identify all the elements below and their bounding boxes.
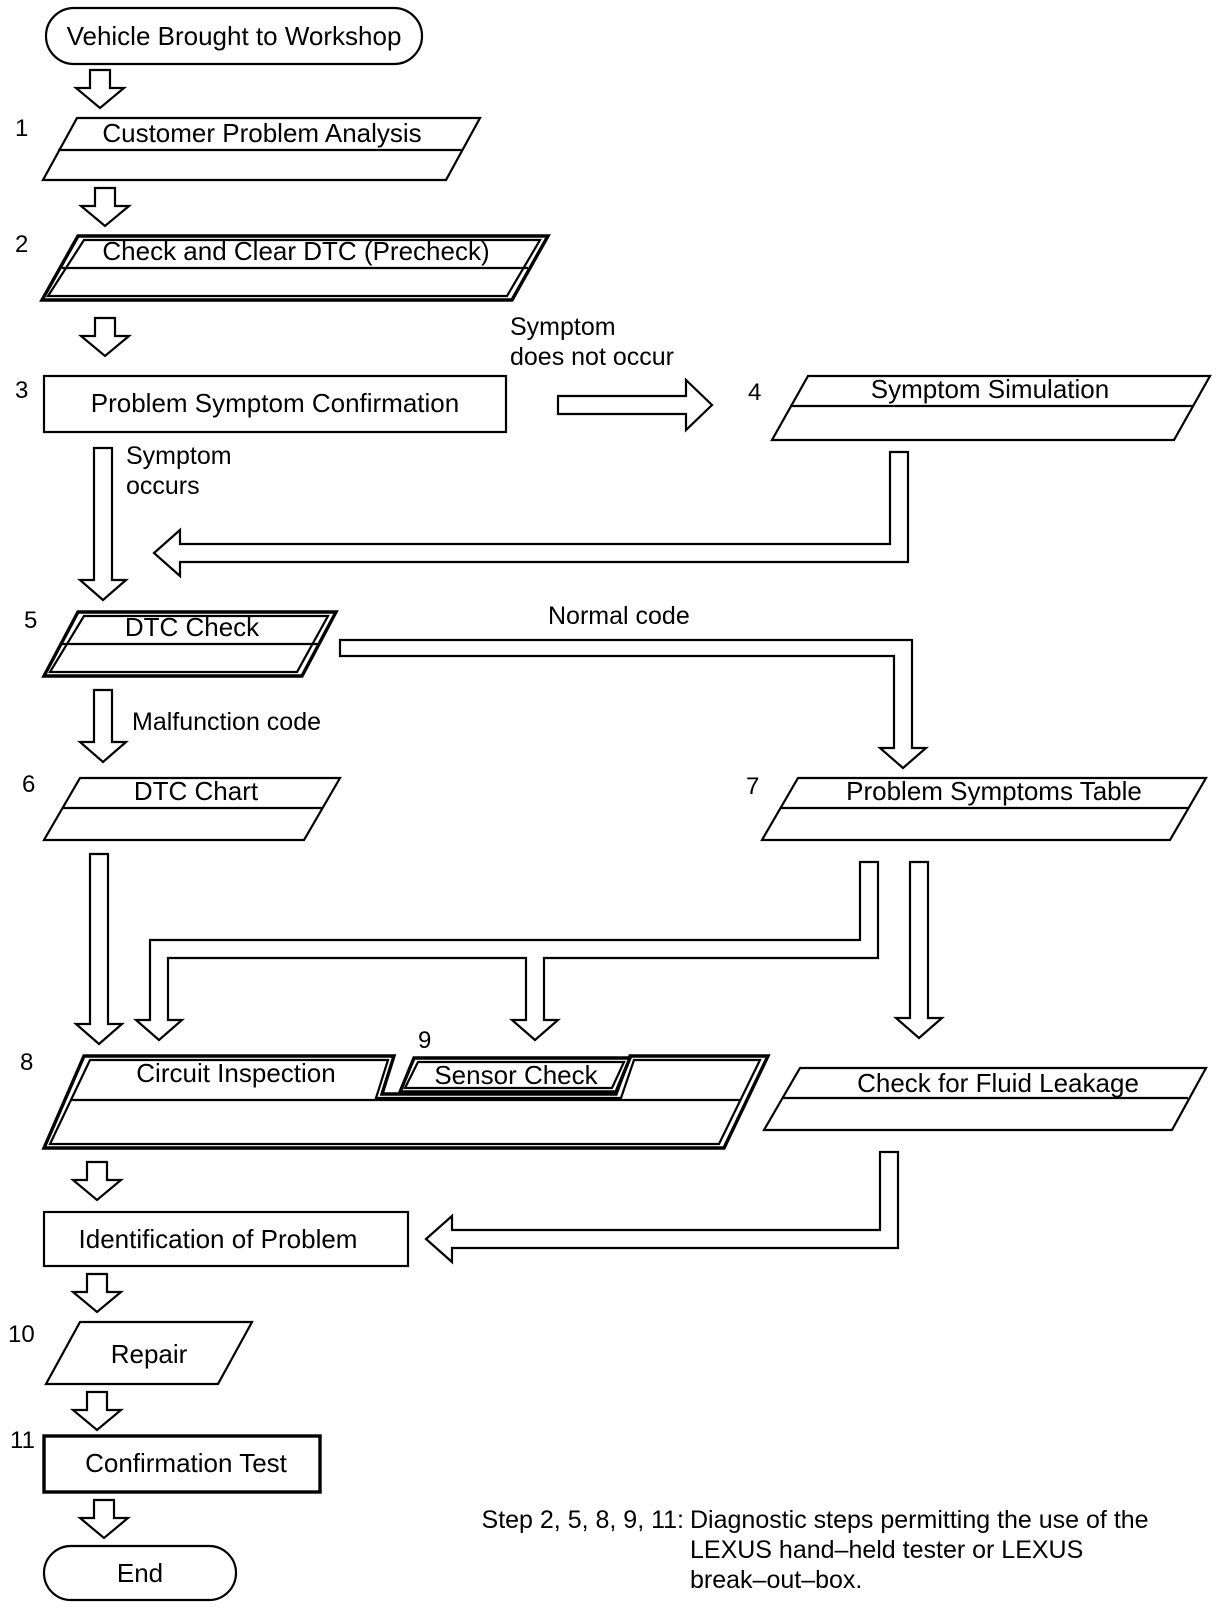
- arrow-2-to-3: [77, 316, 133, 358]
- node-step-10: 10 Repair: [8, 1320, 254, 1386]
- step-4-label: Symptom Simulation: [871, 374, 1109, 404]
- step-8-label: Circuit Inspection: [136, 1058, 335, 1088]
- edge-label-occurs-2: occurs: [126, 472, 200, 500]
- arrow-ident-to-10: [69, 1272, 125, 1314]
- step-10-label: Repair: [111, 1339, 188, 1369]
- node-step-1: 1 Customer Problem Analysis: [15, 115, 482, 182]
- footnote-prefix: Step 2, 5, 8, 9, 11:: [482, 1506, 684, 1534]
- arrow-11-to-end: [76, 1498, 132, 1540]
- step-6-number: 6: [22, 771, 35, 798]
- arrow-8-to-ident: [69, 1160, 125, 1202]
- step-3-number: 3: [15, 377, 28, 404]
- node-step-9: 9 Sensor Check: [397, 1027, 633, 1094]
- step-6-label: DTC Chart: [134, 776, 259, 806]
- node-step-5: 5 DTC Check: [24, 607, 339, 678]
- node-step-4: 4 Symptom Simulation: [748, 374, 1212, 442]
- step-4-number: 4: [748, 379, 761, 406]
- arrow-3-to-5: [77, 446, 129, 602]
- fluid-leakage-label: Check for Fluid Leakage: [857, 1068, 1139, 1098]
- node-end: End: [42, 1544, 238, 1602]
- step-7-label: Problem Symptoms Table: [846, 776, 1142, 806]
- step-1-number: 1: [15, 115, 28, 142]
- arrow-5-to-7: [338, 638, 929, 770]
- arrow-7-to-fluid: [893, 860, 945, 1040]
- edge-label-not-occur-2: does not occur: [510, 343, 674, 371]
- step-3-label: Problem Symptom Confirmation: [91, 388, 459, 418]
- arrow-fluid-to-ident: [424, 1150, 900, 1265]
- step-11-label: Confirmation Test: [85, 1448, 288, 1478]
- arrow-10-to-11: [69, 1390, 125, 1432]
- step-5-number: 5: [24, 607, 37, 634]
- identification-label: Identification of Problem: [79, 1224, 358, 1254]
- step-8-number: 8: [20, 1049, 33, 1076]
- arrow-3-to-4: [556, 377, 714, 433]
- node-fluid-leakage: Check for Fluid Leakage: [762, 1066, 1208, 1132]
- step-2-number: 2: [15, 231, 28, 258]
- step-9-number: 9: [418, 1027, 431, 1054]
- footnote-line-2: LEXUS hand–held tester or LEXUS: [690, 1536, 1083, 1564]
- step-9-label: Sensor Check: [434, 1060, 598, 1090]
- step-2-label: Check and Clear DTC (Precheck): [102, 236, 489, 266]
- node-end-label: End: [117, 1558, 163, 1588]
- edge-label-normal-code: Normal code: [548, 602, 690, 630]
- edge-label-occurs-1: Symptom: [126, 442, 232, 470]
- footnote-line-3: break–out–box.: [690, 1566, 862, 1594]
- node-step-8: 8 Circuit Inspection: [20, 1049, 771, 1150]
- step-11-number: 11: [10, 1427, 35, 1454]
- node-step-7: 7 Problem Symptoms Table: [746, 773, 1208, 842]
- arrow-1-to-2: [77, 186, 133, 228]
- node-step-11: 11 Confirmation Test: [10, 1427, 322, 1494]
- node-start-label: Vehicle Brought to Workshop: [67, 21, 402, 51]
- node-step-2: 2 Check and Clear DTC (Precheck): [15, 231, 551, 302]
- step-7-number: 7: [746, 773, 759, 800]
- arrow-start-to-1: [72, 68, 128, 110]
- arrow-7-to-8-and-9: [133, 860, 880, 1042]
- arrow-5-to-6: [77, 688, 129, 764]
- step-10-number: 10: [8, 1321, 35, 1348]
- arrow-4-to-main: [152, 450, 910, 579]
- node-identification: Identification of Problem: [42, 1210, 410, 1268]
- node-step-6: 6 DTC Chart: [22, 771, 342, 842]
- edge-label-malfunction-code: Malfunction code: [132, 708, 321, 736]
- arrow-6-to-8: [73, 852, 125, 1046]
- step-1-label: Customer Problem Analysis: [102, 118, 421, 148]
- edge-label-not-occur-1: Symptom: [510, 313, 616, 341]
- step-5-label: DTC Check: [125, 612, 260, 642]
- node-step-3: 3 Problem Symptom Confirmation: [15, 374, 508, 434]
- footnote: Step 2, 5, 8, 9, 11: Diagnostic steps pe…: [482, 1506, 1149, 1594]
- footnote-line-1: Diagnostic steps permitting the use of t…: [690, 1506, 1149, 1534]
- node-start: Vehicle Brought to Workshop: [44, 6, 424, 66]
